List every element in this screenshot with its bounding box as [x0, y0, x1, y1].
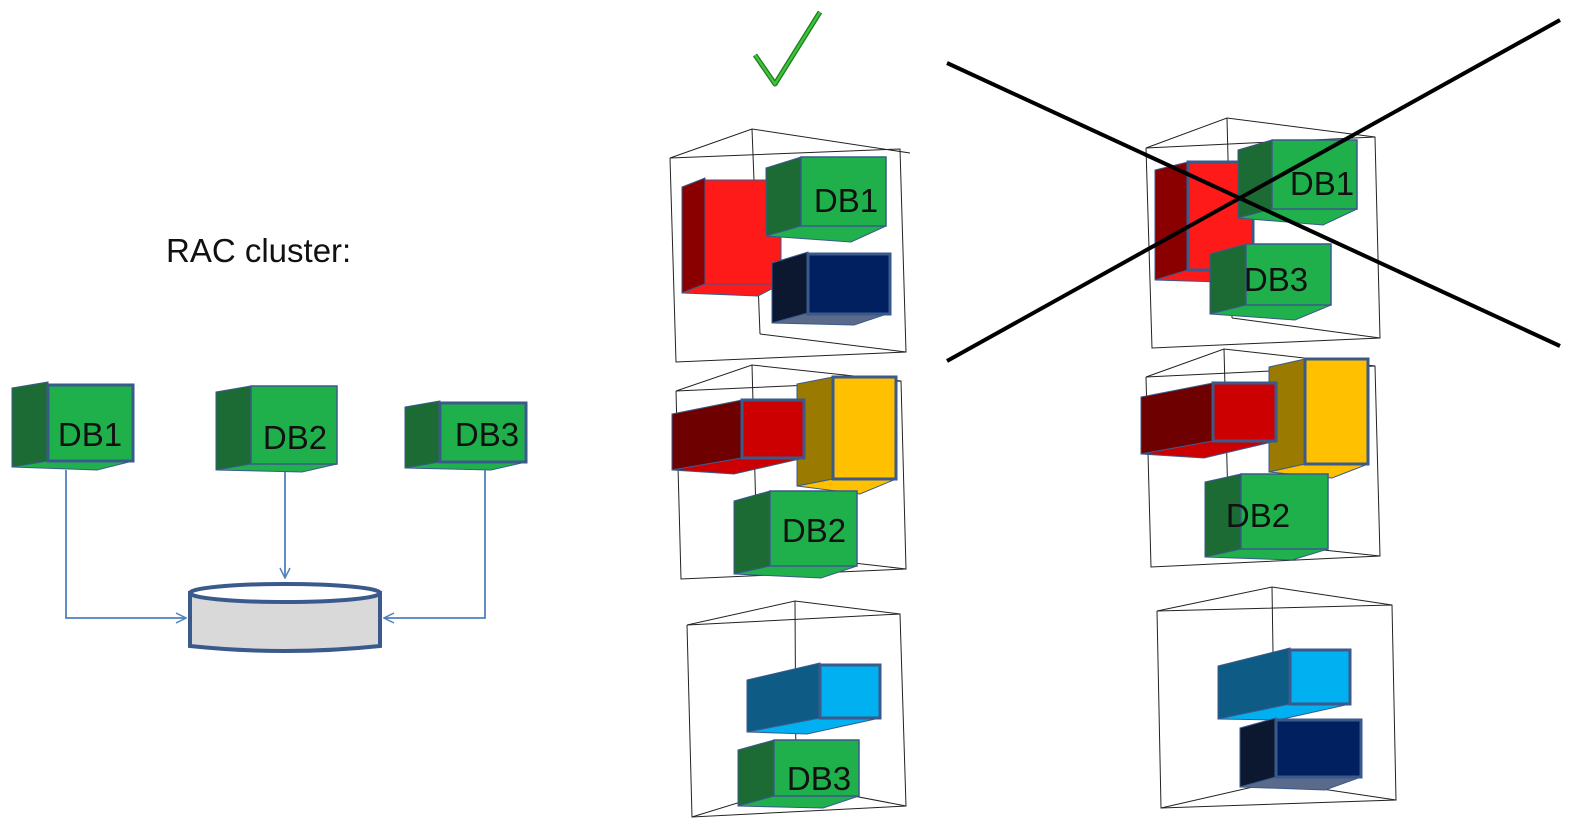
shared-storage-cylinder	[188, 582, 382, 653]
invalid-host-3	[1156, 586, 1397, 809]
connector-db3	[384, 470, 486, 618]
checkmark-icon	[752, 10, 823, 87]
host-db-label: DB3	[787, 760, 851, 797]
host-db-label: DB3	[1244, 261, 1308, 298]
host-db-label: DB2	[782, 512, 846, 549]
host-db-label: DB2	[1226, 497, 1290, 534]
cluster-node-db3: DB3	[404, 400, 528, 471]
cluster-node-db2: DB2	[215, 385, 338, 473]
cluster-node-label: DB3	[455, 416, 519, 453]
host-db-label: DB1	[814, 182, 878, 219]
storage-connectors	[65, 470, 486, 618]
invalid-host-2: DB2	[1140, 348, 1381, 568]
cross-icon	[946, 18, 1561, 363]
valid-host-3: DB3	[686, 600, 907, 818]
cluster-node-db1: DB1	[11, 381, 135, 471]
valid-host-2: DB2	[671, 364, 907, 580]
cluster-node-label: DB2	[263, 419, 327, 456]
cluster-node-label: DB1	[58, 416, 122, 453]
cluster-label: RAC cluster:	[166, 232, 351, 269]
valid-host-1: DB1	[669, 128, 911, 363]
host-db-label: DB1	[1290, 165, 1354, 202]
connector-db1	[65, 470, 186, 618]
